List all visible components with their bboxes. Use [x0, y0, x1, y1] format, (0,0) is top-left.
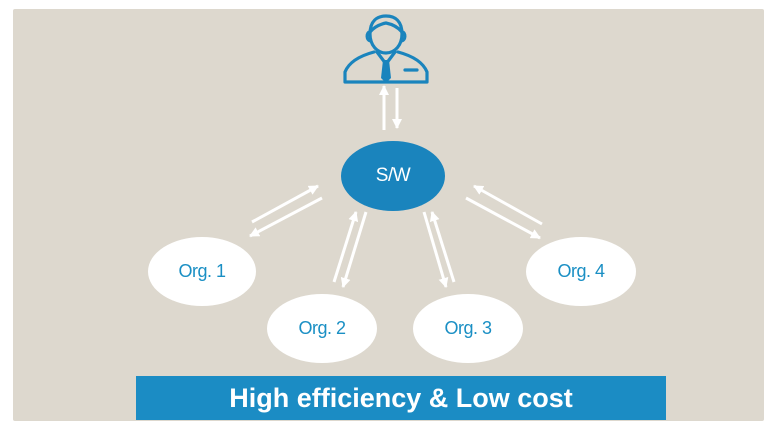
org-label: Org. 2	[298, 318, 346, 338]
arrow-org4-to-hub	[473, 184, 543, 226]
org-node-4: Org. 4	[526, 237, 636, 306]
arrow-hub-to-org4	[465, 196, 541, 240]
org-label: Org. 1	[178, 261, 226, 281]
org-node-2: Org. 2	[267, 294, 377, 363]
arrow-org1-to-hub	[251, 184, 319, 224]
arrow-hub-to-org3	[422, 211, 449, 288]
org-node-1: Org. 1	[148, 237, 256, 306]
arrow-hub-to-org2	[340, 211, 368, 288]
arrow-org3-to-hub	[429, 211, 456, 283]
arrow-org2-to-hub	[332, 211, 359, 283]
org-label: Org. 4	[557, 261, 605, 281]
arrow-hub-to-org1	[249, 196, 323, 238]
summary-banner: High efficiency & Low cost	[136, 376, 666, 420]
user-icon	[343, 14, 429, 84]
hub-node: S/W	[341, 141, 445, 211]
banner-text: High efficiency & Low cost	[229, 382, 573, 413]
org-label: Org. 3	[444, 318, 492, 338]
hub-label: S/W	[375, 165, 411, 186]
org-node-3: Org. 3	[413, 294, 523, 363]
